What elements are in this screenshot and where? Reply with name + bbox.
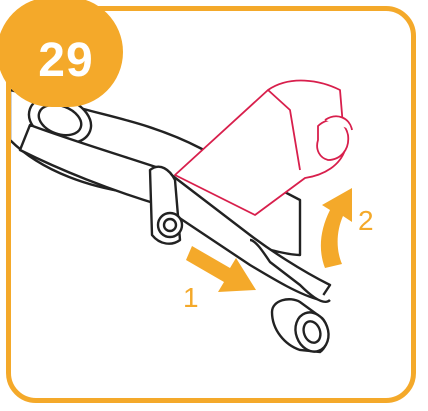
- step-badge: 29: [0, 0, 123, 107]
- callout-label-2: 2: [358, 207, 374, 235]
- panel-border: 29: [6, 6, 416, 403]
- step-number: 29: [38, 33, 93, 88]
- callout-label-1: 1: [183, 284, 199, 312]
